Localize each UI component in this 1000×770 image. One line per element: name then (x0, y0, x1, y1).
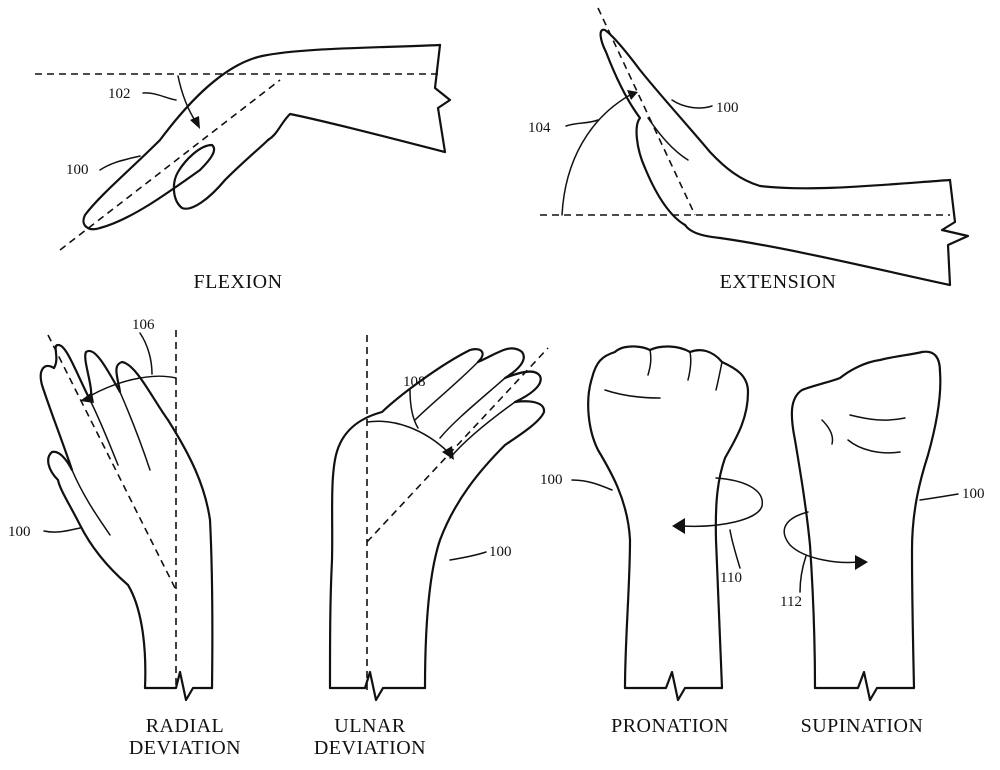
ulnar-ref-108: 108 (403, 374, 426, 390)
supination-finger-lines (821, 414, 906, 454)
flexion-leader-100 (99, 155, 141, 171)
pronation-knuckle-lines (604, 349, 723, 399)
flexion-ref-102: 102 (108, 86, 131, 102)
flexion-arrowhead (190, 116, 200, 129)
ulnar-ref-100: 100 (489, 544, 512, 560)
panel-extension: 104 100 EXTENSION (528, 7, 970, 293)
pronation-ref-110: 110 (720, 570, 742, 586)
radial-angle-arc (89, 375, 177, 397)
pronation-wrist-break (623, 670, 724, 702)
ulnar-wrist-break (328, 670, 427, 702)
panel-pronation: 110 100 PRONATION (540, 345, 763, 737)
radial-hand-outline (39, 343, 214, 690)
ulnar-caption-line2: DEVIATION (314, 737, 426, 759)
ulnar-angle-arc (366, 420, 449, 453)
radial-leader-100 (43, 527, 81, 533)
flexion-leader-102 (142, 92, 177, 101)
flexion-hand (82, 43, 442, 231)
panel-radial-deviation: 106 100 RADIAL DEVIATION (8, 317, 241, 759)
panel-flexion: 102 100 FLEXION (35, 43, 452, 293)
extension-ref-100: 100 (716, 100, 739, 116)
pronation-leader-100 (571, 479, 613, 491)
supination-wrist-break (813, 670, 916, 702)
radial-ref-106: 106 (132, 317, 155, 333)
pronation-fist-outline (587, 345, 750, 690)
flexion-forearm (266, 43, 452, 154)
ulnar-caption-line1: ULNAR (334, 715, 406, 737)
flexion-hand-axis (59, 79, 281, 251)
pronation-rotation-arrow (681, 477, 763, 528)
supination-ref-100: 100 (962, 486, 985, 502)
radial-caption-line2: DEVIATION (129, 737, 241, 759)
ulnar-leader-100 (449, 551, 487, 561)
supination-ref-112: 112 (780, 594, 802, 610)
extension-caption: EXTENSION (720, 271, 837, 293)
extension-hand (599, 28, 952, 227)
panel-ulnar-deviation: 108 100 ULNAR DEVIATION (314, 335, 549, 759)
flexion-caption: FLEXION (193, 271, 282, 293)
pronation-leader-110 (729, 529, 741, 569)
radial-leader-106 (139, 332, 153, 375)
extension-forearm (683, 178, 970, 287)
supination-leader-112 (799, 555, 807, 593)
pronation-ref-100: 100 (540, 472, 563, 488)
pronation-caption: PRONATION (611, 715, 729, 737)
ulnar-hand-axis (366, 347, 549, 543)
radial-ref-100: 100 (8, 524, 31, 540)
extension-angle-arc (561, 94, 631, 216)
ulnar-arrowhead (442, 446, 454, 460)
extension-leader-100 (671, 99, 713, 109)
extension-arrowhead (627, 90, 638, 100)
extension-hand-axis (597, 7, 696, 216)
radial-caption-line1: RADIAL (146, 715, 225, 737)
radial-arrowhead (80, 392, 94, 403)
ulnar-hand-outline (328, 347, 546, 690)
ulnar-leader-108 (409, 389, 419, 429)
supination-leader-100 (919, 493, 959, 501)
radial-finger-lines (71, 391, 151, 536)
flexion-ref-100: 100 (66, 162, 89, 178)
extension-ref-104: 104 (528, 120, 551, 136)
supination-arrowhead (855, 555, 868, 570)
supination-fist-outline (790, 350, 942, 690)
radial-wrist-break (143, 670, 214, 702)
panel-supination: 112 100 SUPINATION (780, 350, 985, 737)
pronation-arrowhead (672, 518, 685, 534)
extension-finger-line (647, 117, 689, 161)
extension-leader-104 (565, 119, 599, 127)
ulnar-finger-lines (414, 361, 516, 459)
supination-caption: SUPINATION (801, 715, 924, 737)
supination-rotation-arrow (783, 511, 859, 564)
